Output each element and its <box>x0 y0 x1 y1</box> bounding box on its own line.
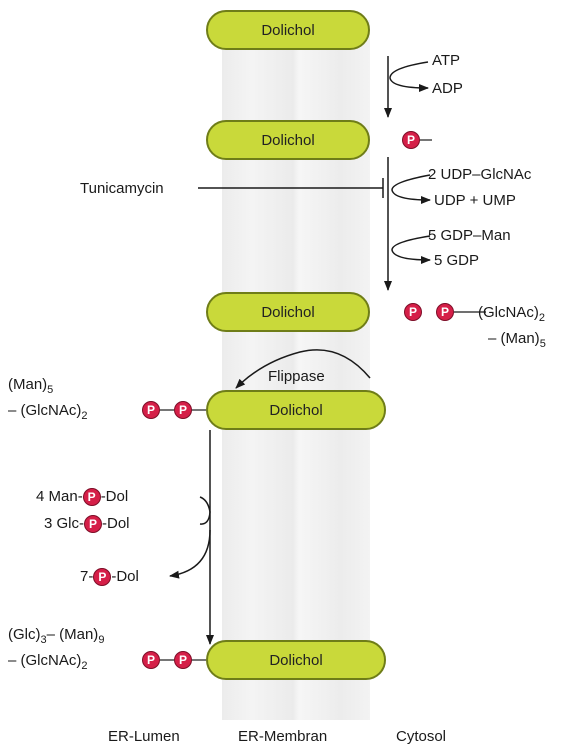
tunicamycin-label: Tunicamycin <box>80 180 164 197</box>
phosphate-icon: P <box>82 488 101 507</box>
gdp-man-curve <box>391 235 431 264</box>
phosphate-icon: P <box>84 515 103 534</box>
phosphate-icon: P <box>142 651 160 669</box>
udp-glcnac-curve <box>391 174 431 204</box>
udp-glcnac-label: 2 UDP–GlcNAc <box>428 166 532 183</box>
phosphate-icon: P <box>402 131 420 149</box>
dolichol-5: Dolichol <box>206 640 386 680</box>
atp-adp-curve <box>389 61 429 92</box>
final-glcnac-label: – (GlcNAc)2 <box>8 652 88 672</box>
udp-ump-label: UDP + UMP <box>434 192 516 209</box>
lumen-glcnac-label: – (GlcNAc)2 <box>8 402 88 422</box>
phosphate-icon: P <box>142 401 160 419</box>
donor-curve <box>199 496 211 525</box>
flippase-label: Flippase <box>268 368 325 385</box>
phosphate-icon: P <box>404 303 422 321</box>
final-glc-man-label: (Glc)3– (Man)9 <box>8 626 105 646</box>
er-membrane-label: ER-Membran <box>238 728 328 745</box>
dolichol-1: Dolichol <box>206 10 370 50</box>
glc-p-dol-label: 3 Glc-P-Dol <box>44 515 130 534</box>
gdp-man-label: 5 GDP–Man <box>428 227 511 244</box>
man-p-dol-label: 4 Man-P-Dol <box>36 488 129 507</box>
phosphate-icon: P <box>174 651 192 669</box>
adp-label: ADP <box>432 80 463 97</box>
dolichol-2: Dolichol <box>206 120 370 160</box>
cytosol-oligosaccharide-man: – (Man)5 <box>488 330 546 350</box>
dol-p-release-arrow <box>169 529 211 579</box>
dolichol-4: Dolichol <box>206 390 386 430</box>
p-dol-release-label: 7-P-Dol <box>80 568 139 587</box>
cytosol-oligosaccharide: (GlcNAc)2 <box>478 304 545 324</box>
gdp-label: 5 GDP <box>434 252 480 269</box>
phosphate-icon: P <box>93 568 112 587</box>
er-lumen-label: ER-Lumen <box>108 728 180 745</box>
atp-label: ATP <box>432 52 461 69</box>
cytosol-label: Cytosol <box>396 728 447 745</box>
phosphate-icon: P <box>436 303 454 321</box>
phosphate-icon: P <box>174 401 192 419</box>
dolichol-3: Dolichol <box>206 292 370 332</box>
lumen-man-label: (Man)5 <box>8 376 54 396</box>
flippase-arrow <box>235 349 371 389</box>
